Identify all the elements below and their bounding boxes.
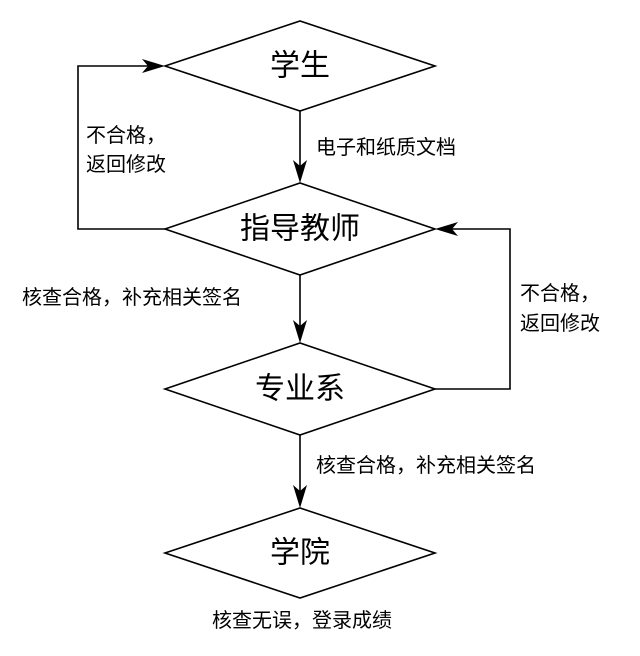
edge-advisor-reject-arrowhead <box>142 59 165 73</box>
edge-department-to-college-label: 核查合格，补充相关签名 <box>316 453 536 477</box>
edge-department-reject-label-line2: 返回修改 <box>520 311 600 335</box>
college-result-label: 核查无误，登录成绩 <box>212 608 392 632</box>
edge-advisor-to-department-label: 核查合格，补充相关签名 <box>22 285 242 309</box>
edge-department-reject-line <box>435 228 511 390</box>
edge-student-to-advisor-arrowhead <box>293 160 307 183</box>
edge-advisor-reject-line <box>77 65 165 230</box>
edge-student-to-advisor-label: 电子和纸质文档 <box>316 135 456 159</box>
node-college-diamond <box>162 507 438 599</box>
node-college-label: 学院 <box>270 536 330 571</box>
node-student-label: 学生 <box>270 49 330 84</box>
edge-advisor-reject-label-line1: 不合格， <box>86 123 166 147</box>
node-advisor-label: 指导教师 <box>240 212 360 247</box>
edge-department-reject-label-line1: 不合格， <box>520 281 600 305</box>
node-student-diamond <box>162 20 438 112</box>
edge-advisor-reject-label-line2: 返回修改 <box>86 152 166 176</box>
edge-advisor-to-department-arrowhead <box>293 320 307 343</box>
edge-department-to-college-arrowhead <box>293 485 307 508</box>
node-department-label: 专业系 <box>255 372 345 407</box>
edge-department-reject-arrowhead <box>435 222 458 236</box>
